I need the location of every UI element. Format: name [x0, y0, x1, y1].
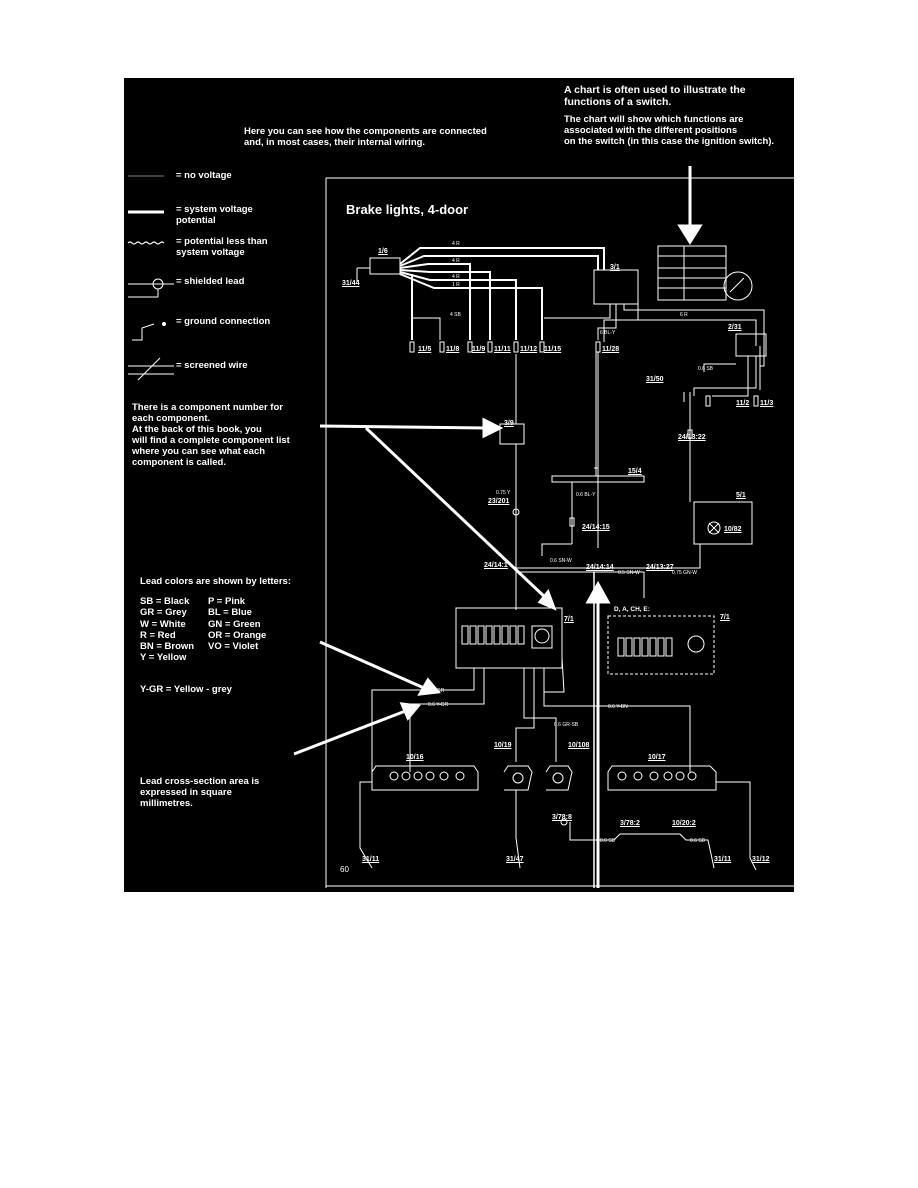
wire-label: 6 R [680, 312, 688, 318]
component-3-1: 3/1 [610, 264, 620, 271]
component-3-78-8: 3/78:8 [552, 814, 572, 821]
wire-label: 4 R [452, 241, 460, 247]
wire-label: 4 R [452, 274, 460, 280]
lead-colors-left: SB = Black GR = Grey W = White R = Red B… [140, 596, 195, 664]
wire-label: 0.6 Y-GR [424, 688, 445, 694]
legend-less-voltage: = potential less than system voltage [176, 236, 268, 258]
component-5-1: 5/1 [736, 492, 746, 499]
wire-label: 0.75 GN-W [672, 570, 698, 576]
wire-label: 0.6 GR-SB [554, 722, 579, 728]
component-10-16: 10/16 [406, 754, 424, 761]
wire-label: 0.6 SB [698, 366, 714, 372]
legend-ground: = ground connection [176, 316, 271, 327]
ground-31-11: 31/11 [362, 856, 380, 863]
ground-31-47: 31/47 [506, 856, 524, 863]
ygr-note: Y-GR = Yellow - grey [140, 684, 232, 695]
wire-label: 6 BL-Y [600, 330, 616, 336]
fuse-11-9: 11/9 [472, 346, 486, 353]
component-7-1: 7/1 [564, 616, 574, 623]
legend-shielded: = shielded lead [176, 276, 245, 287]
wiring-drawing [127, 166, 794, 888]
component-31-44: 31/44 [342, 280, 360, 287]
lead-colors-title: Lead colors are shown by letters: [140, 576, 291, 587]
component-10-19: 10/19 [494, 742, 512, 749]
component-2-31: 2/31 [728, 324, 742, 331]
chart-note-detail: The chart will show which functions are … [564, 114, 775, 147]
wire-label: 4 R [452, 258, 460, 264]
wire-label: 4 SB [450, 312, 461, 318]
component-1-6: 1/6 [378, 248, 388, 255]
component-10-82: 10/82 [724, 526, 742, 533]
component-number-note: There is a component number for each com… [132, 402, 290, 468]
wire-label: 0.6 Y-GR [428, 702, 449, 708]
component-31-50: 31/50 [646, 376, 664, 383]
legend-no-voltage: = no voltage [176, 170, 232, 181]
component-24-13-27: 24/13:27 [646, 564, 674, 571]
chart-note: A chart is often used to illustrate the … [564, 84, 746, 108]
component-23-201: 23/201 [488, 498, 510, 505]
component-10-108: 10/108 [568, 742, 590, 749]
ground-31-12: 31/12 [752, 856, 770, 863]
wire-label: 0.6 SB [600, 838, 616, 844]
wire-label: 0.6 Y-BN [608, 704, 628, 710]
lead-colors-right: P = Pink BL = Blue GN = Green OR = Orang… [208, 596, 267, 653]
fuse-11-28: 11/28 [602, 346, 620, 353]
legend-screened: = screened wire [176, 360, 248, 371]
component-10-17: 10/17 [648, 754, 666, 761]
component-24-14-1: 24/14:1 [484, 562, 508, 569]
page-number: 60 [340, 865, 349, 874]
diagram-title: Brake lights, 4-door [346, 202, 469, 217]
wire-label: 1 R [452, 282, 460, 288]
component-3-9: 3/9 [504, 420, 514, 427]
fuse-11-8: 11/8 [446, 346, 460, 353]
wire-label: 0.5 SN-W [618, 570, 640, 576]
component-3-78-2: 3/78:2 [620, 820, 640, 827]
wire-label: 0.75 Y [496, 490, 511, 496]
component-7-1-variant: 7/1 [720, 614, 730, 621]
wire-label: 0.6 BL-Y [576, 492, 596, 498]
component-10-20-2: 10/20:2 [672, 820, 696, 827]
component-24-13-22: 24/13:22 [678, 434, 706, 441]
cross-section-note: Lead cross-section area is expressed in … [140, 776, 260, 809]
component-15-4: 15/4 [628, 468, 642, 475]
legend-system-voltage: = system voltage potential [176, 204, 253, 226]
fuse-11-12: 11/12 [520, 346, 538, 353]
variant-label: D, A, CH, E: [614, 606, 650, 613]
fuse-11-3: 11/3 [760, 400, 774, 407]
fuse-11-11: 11/11 [494, 346, 511, 353]
wire-label: 0.6 SN-W [550, 558, 572, 564]
wire-label: 0.6 SB [690, 838, 706, 844]
fuse-11-5: 11/5 [418, 346, 432, 353]
components-note: Here you can see how the components are … [244, 126, 487, 148]
fuse-11-2: 11/2 [736, 400, 750, 407]
ground-31-11-b: 31/11 [714, 856, 732, 863]
component-24-14-14: 24/14:14 [586, 564, 614, 571]
diagram-panel: A chart is often used to illustrate the … [124, 78, 794, 892]
fuse-11-15: 11/15 [544, 346, 562, 353]
component-24-14-15: 24/14:15 [582, 524, 610, 531]
